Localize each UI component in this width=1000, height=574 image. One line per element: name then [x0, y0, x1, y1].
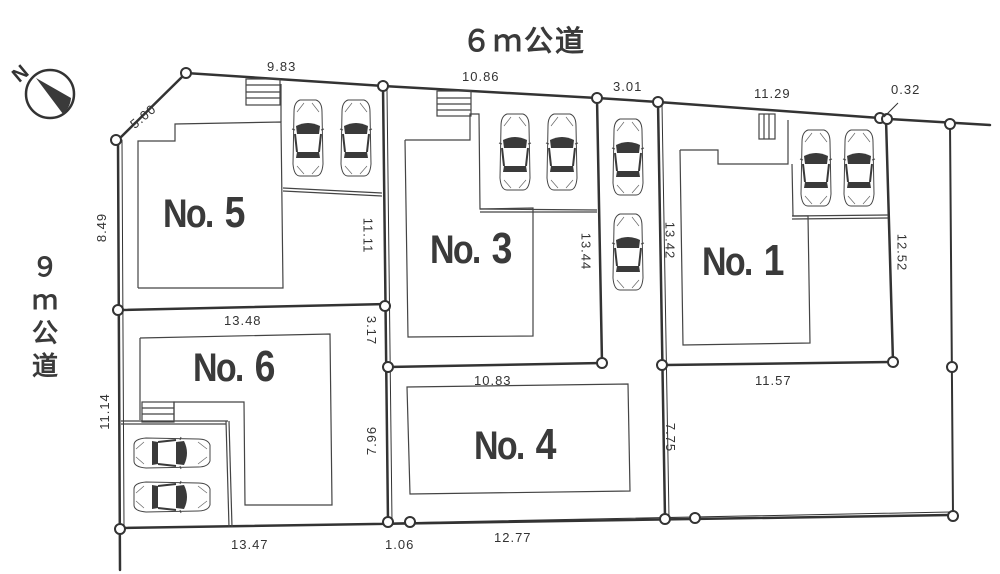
dim-11-57: 11.57 [755, 373, 792, 388]
dim-7-75: 7.75 [663, 422, 679, 453]
dim-12-52: 12.52 [894, 233, 910, 272]
dim-10-83: 10.83 [474, 373, 512, 388]
lot-label-4: No.4 [474, 420, 557, 469]
road-char: ｍ [31, 286, 58, 316]
dim-3-17: 3.17 [364, 315, 380, 346]
road-label-9m-public-road: ９ ｍ 公 道 [30, 252, 60, 384]
lot-label-5: No.5 [163, 188, 246, 237]
dim-11-29: 11.29 [754, 86, 791, 101]
dim-11-14: 11.14 [96, 393, 112, 430]
road-char: ９ [31, 253, 58, 283]
lot-label-3: No.3 [430, 224, 513, 273]
dim-9-83: 9.83 [267, 59, 297, 74]
dim-3-01: 3.01 [613, 79, 643, 94]
north-arrow-icon: N [8, 61, 76, 120]
dim-8-49: 8.49 [94, 212, 110, 243]
dim-11-11: 11.11 [360, 217, 376, 254]
dim-13-48: 13.48 [224, 313, 262, 328]
lot-label-1: No.1 [702, 236, 785, 285]
road-label-6m-public-road: ６ｍ公道 [462, 24, 587, 58]
dim-13-42: 13.42 [662, 221, 678, 260]
dim-13-44: 13.44 [578, 232, 594, 271]
dim-1-06: 1.06 [385, 537, 415, 552]
dim-0-32: 0.32 [891, 82, 921, 97]
dim-12-77: 12.77 [494, 530, 532, 545]
road-char: 公 [31, 319, 58, 349]
lot-label-6: No.6 [193, 342, 276, 391]
road-char: 道 [31, 352, 58, 382]
dim-13-47: 13.47 [231, 537, 269, 552]
dim-10-86: 10.86 [462, 69, 500, 84]
dim-7-96: 7.96 [364, 425, 380, 456]
